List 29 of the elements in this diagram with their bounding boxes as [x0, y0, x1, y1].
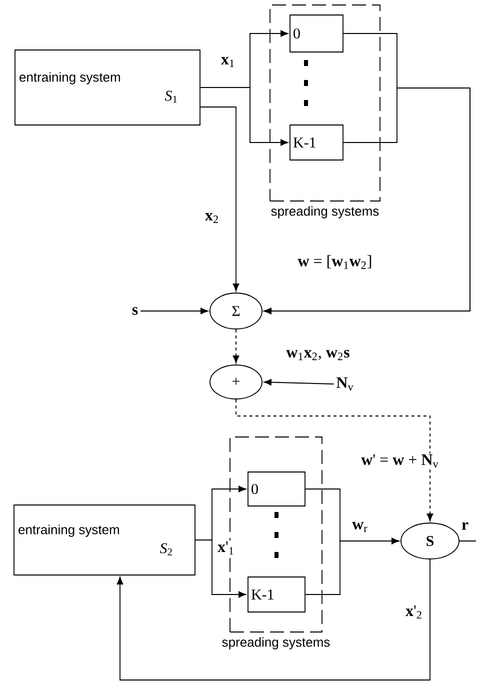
edge-label: x$_{2}$ — [204, 212, 220, 224]
arrow — [264, 88, 470, 314]
arrow — [116, 559, 430, 680]
spreading-block: K-1 — [290, 124, 344, 160]
node-label: spreading systems — [222, 637, 330, 650]
node-label: spreading systems — [271, 206, 379, 218]
signal-label: N$_{v}$ — [336, 377, 354, 391]
spreading-block: K-1 — [248, 576, 306, 612]
edge-label: x'$_{1}$ — [216, 540, 236, 556]
arrow — [232, 329, 240, 364]
edge-label: r — [460, 521, 470, 531]
arrow — [195, 540, 246, 598]
edge-label: w' = w + N$_{v}$ — [360, 453, 440, 469]
edge-label: x$_{1}$ — [220, 56, 236, 68]
edge-label: w$_{r}$ — [351, 521, 369, 533]
arrow — [236, 399, 434, 522]
arrow — [264, 379, 334, 386]
spreading-block: 0 — [290, 14, 344, 52]
edge-label: w$_{1}$x$_{2}$, w$_{2}$s — [285, 348, 351, 362]
spreading-block: 0 — [248, 472, 306, 506]
arrow — [140, 308, 208, 314]
edge-label: x'$_{2}$ — [404, 604, 424, 620]
arrow — [200, 87, 288, 146]
process-box: entraining system S$_{2}$ — [14, 504, 196, 576]
arrow — [305, 538, 400, 595]
signal-label: s — [132, 307, 138, 315]
arrow — [200, 106, 240, 292]
edge-label: w = [w$_{1}$w$_{2}$] — [296, 254, 374, 270]
process-box: entraining system S$_{1}$ — [14, 50, 200, 126]
